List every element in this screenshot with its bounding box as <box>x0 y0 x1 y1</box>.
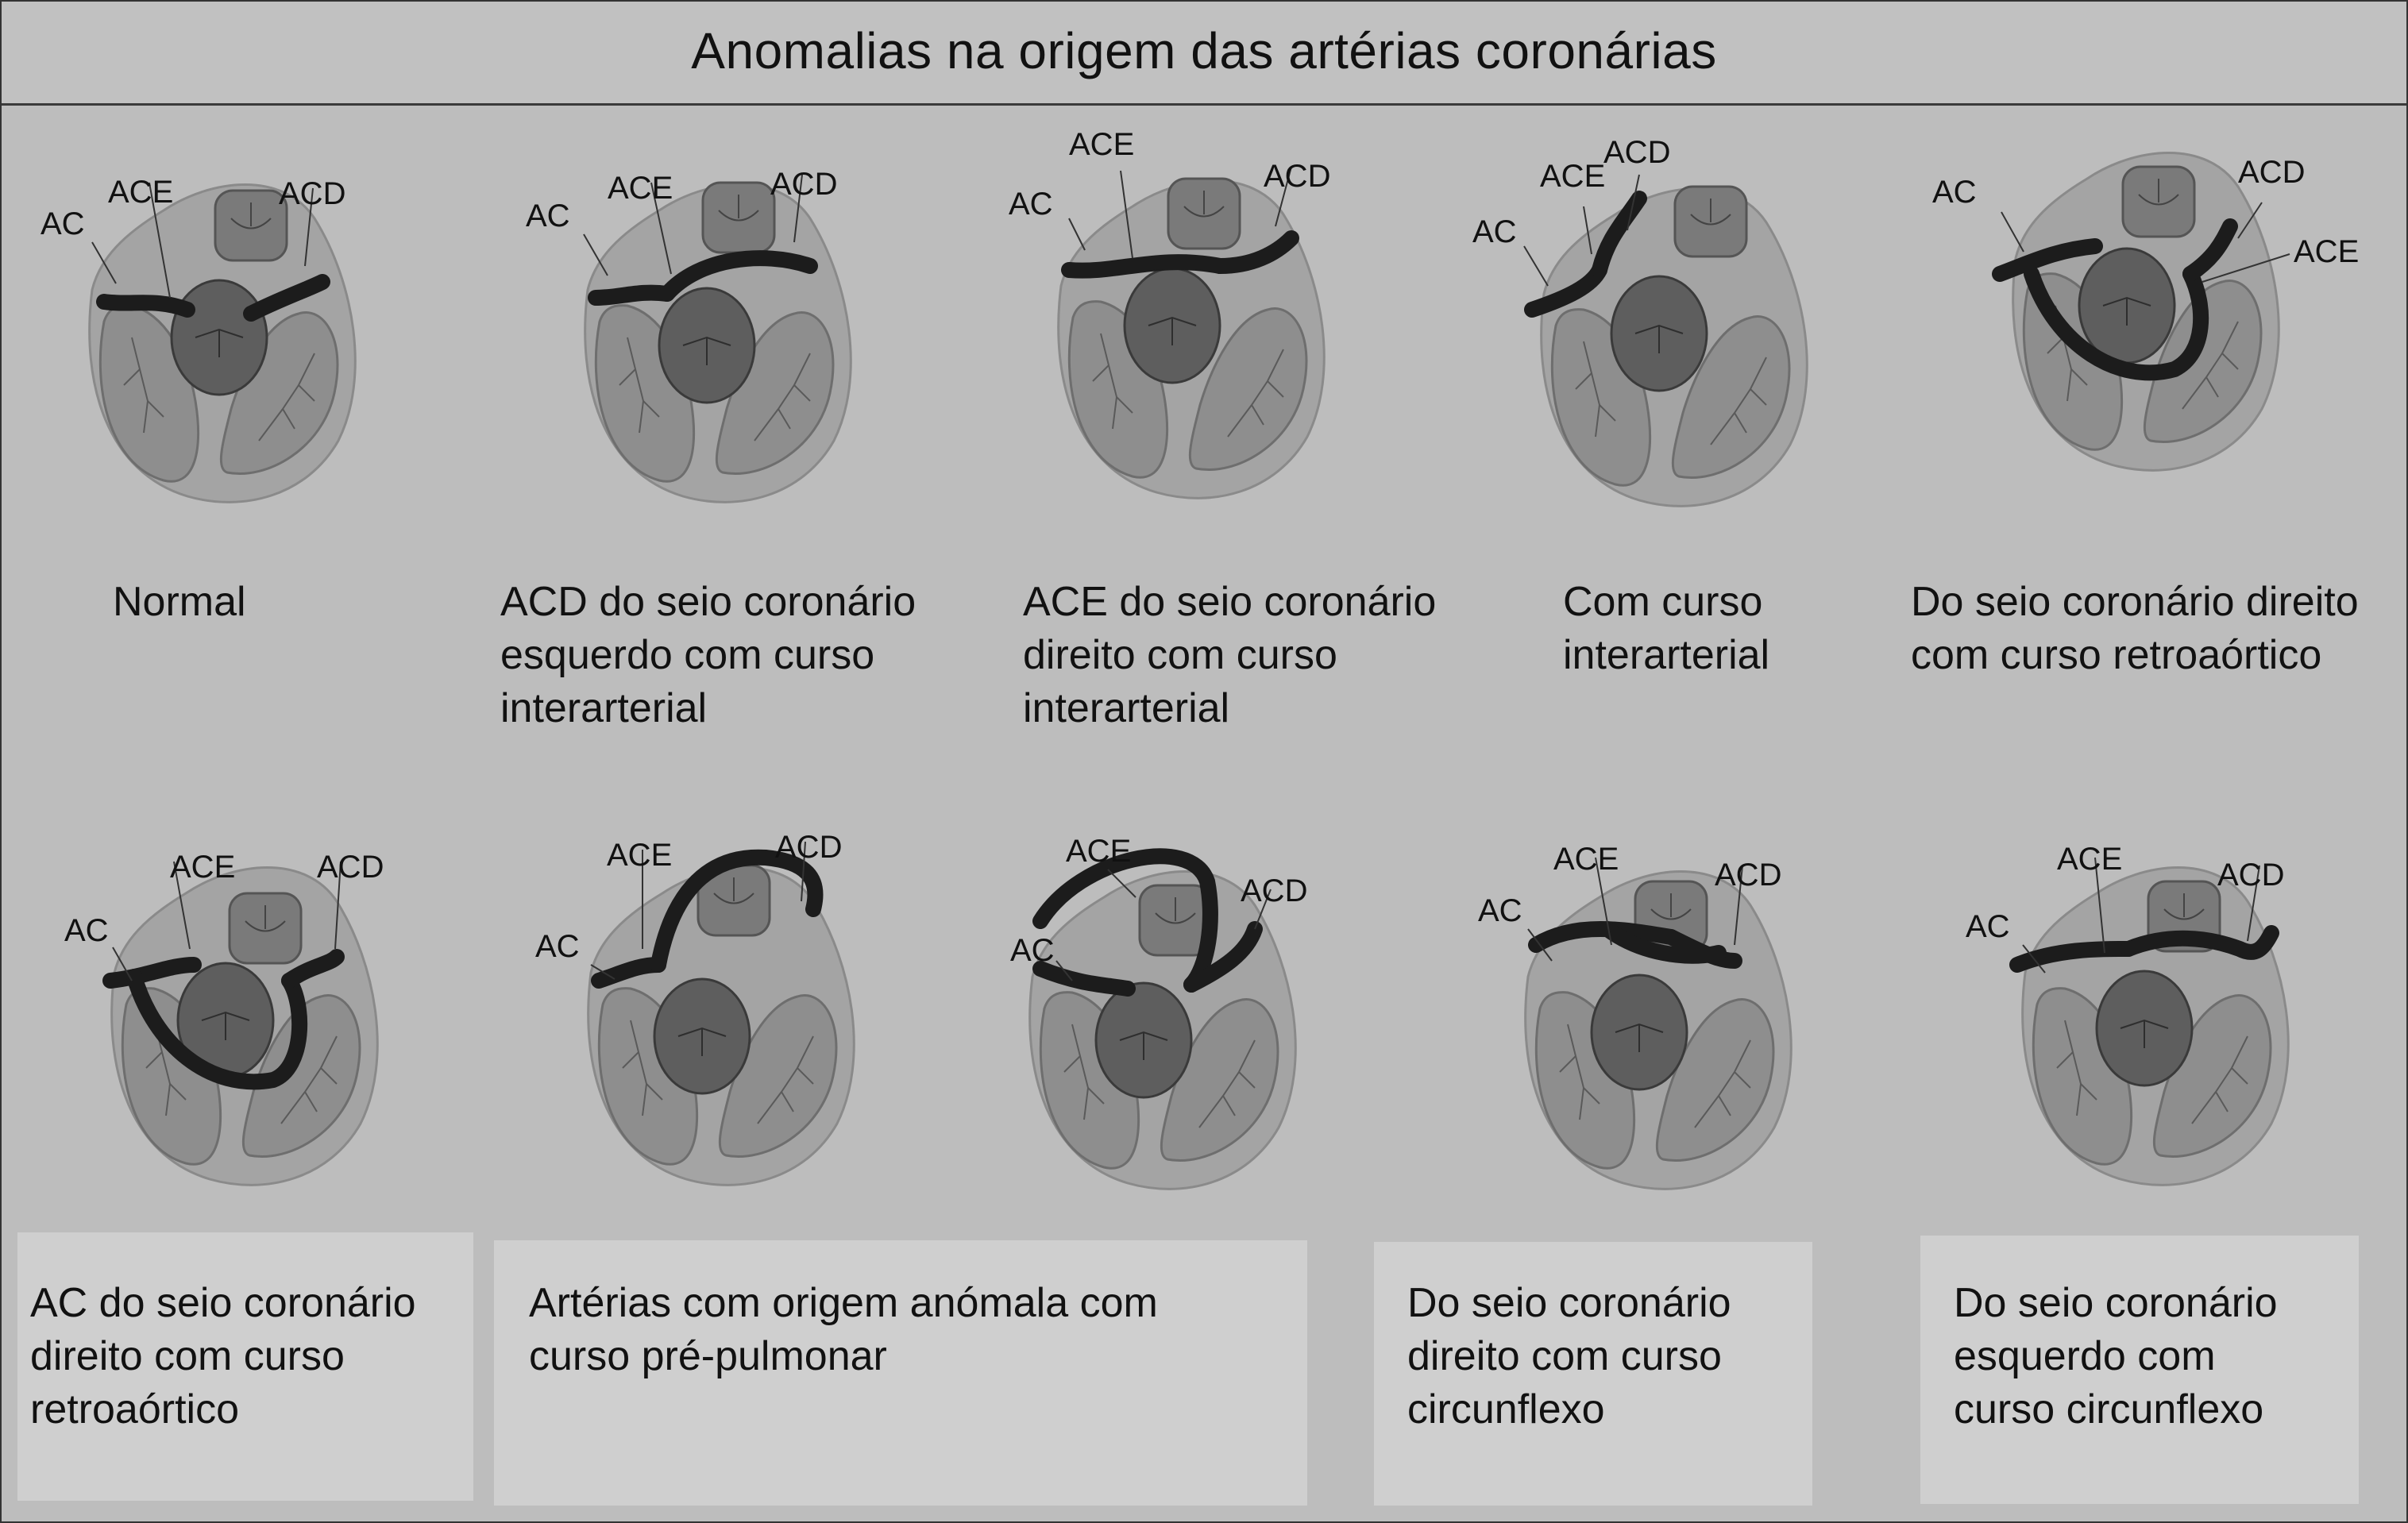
label-ac: AC <box>1478 893 1522 928</box>
label-ace: ACE <box>1066 834 1131 869</box>
heart-diagram-1: AC ACE ACD <box>41 175 355 502</box>
label-ace: ACE <box>1553 842 1619 877</box>
caption-acd-left-sinus-interarterial: ACD do seio coronário esquerdo com curso… <box>500 576 916 735</box>
label-ac: AC <box>1472 214 1517 249</box>
heart-diagram-4: AC ACEACD <box>1472 135 1807 506</box>
label-ace: ACE <box>608 171 673 206</box>
heart-diagram-5: AC ACE ACD <box>1932 153 2359 471</box>
label-acd: ACD <box>1715 858 1781 893</box>
caption-box-prepulmonary: Artérias com origem anómala com curso pr… <box>494 1240 1307 1506</box>
leader-line-ac <box>2001 212 2024 252</box>
label-acd: ACD <box>1264 159 1330 194</box>
caption-interarterial: Com curso interarterial <box>1563 576 1769 682</box>
label-acd: ACD <box>2217 858 2284 893</box>
heart-diagram-6: AC ACE ACD <box>64 850 384 1185</box>
label-acd: ACD <box>775 830 842 865</box>
coronary-artery-1 <box>1069 262 1220 271</box>
heart-diagram-8: AC ACE ACD <box>1010 834 1307 1189</box>
label-acd: ACD <box>770 167 837 202</box>
label-ac: AC <box>1009 187 1053 222</box>
caption-ace-right-sinus-interarterial: ACE do seio coronário direito com curso … <box>1023 576 1436 735</box>
label-ac: AC <box>1010 933 1055 968</box>
label-ace: ACE <box>1069 127 1134 162</box>
coronary-artery-1 <box>104 302 187 310</box>
heart-diagram-10: AC ACE ACD <box>1966 842 2288 1185</box>
leader-line-ac <box>1524 246 1548 286</box>
label-ac: AC <box>1966 909 2010 944</box>
label-ace: ACE <box>607 838 672 873</box>
coronary-artery-1 <box>596 293 667 298</box>
label-ace: ACE <box>2057 842 2122 877</box>
leader-line-ac <box>1069 218 1085 250</box>
label-ac: AC <box>64 913 109 948</box>
caption-normal: Normal <box>113 576 246 629</box>
label-acd: ACD <box>317 850 384 885</box>
caption-box-right-sinus-circumflex: Do seio coronário direito com curso circ… <box>1374 1242 1812 1506</box>
label-ac: AC <box>535 929 580 964</box>
label-ace: ACE <box>2294 234 2359 269</box>
label-ac: AC <box>526 199 570 233</box>
heart-diagram-9: AC ACE ACD <box>1478 842 1791 1189</box>
label-ac: AC <box>1932 175 1977 210</box>
label-acd: ACD <box>1603 135 1670 170</box>
caption-box-ac-retroaortic: AC do seio coronário direito com curso r… <box>17 1232 473 1501</box>
label-ace: ACE <box>170 850 235 885</box>
caption-box-left-sinus-circumflex: Do seio coronário esquerdo com curso cir… <box>1920 1236 2359 1504</box>
label-ac: AC <box>41 206 85 241</box>
label-ace: ACE <box>108 175 173 210</box>
label-acd: ACD <box>2238 155 2305 190</box>
label-acd: ACD <box>1241 873 1307 908</box>
heart-diagram-3: AC ACE ACD <box>1009 127 1330 498</box>
label-acd: ACD <box>279 176 345 211</box>
caption-right-sinus-retroaortic: Do seio coronário direito com curso retr… <box>1911 576 2359 682</box>
heart-diagram-7: AC ACE ACD <box>535 830 854 1185</box>
label-ace: ACE <box>1540 159 1605 194</box>
heart-diagram-2: AC ACE ACD <box>526 167 851 502</box>
